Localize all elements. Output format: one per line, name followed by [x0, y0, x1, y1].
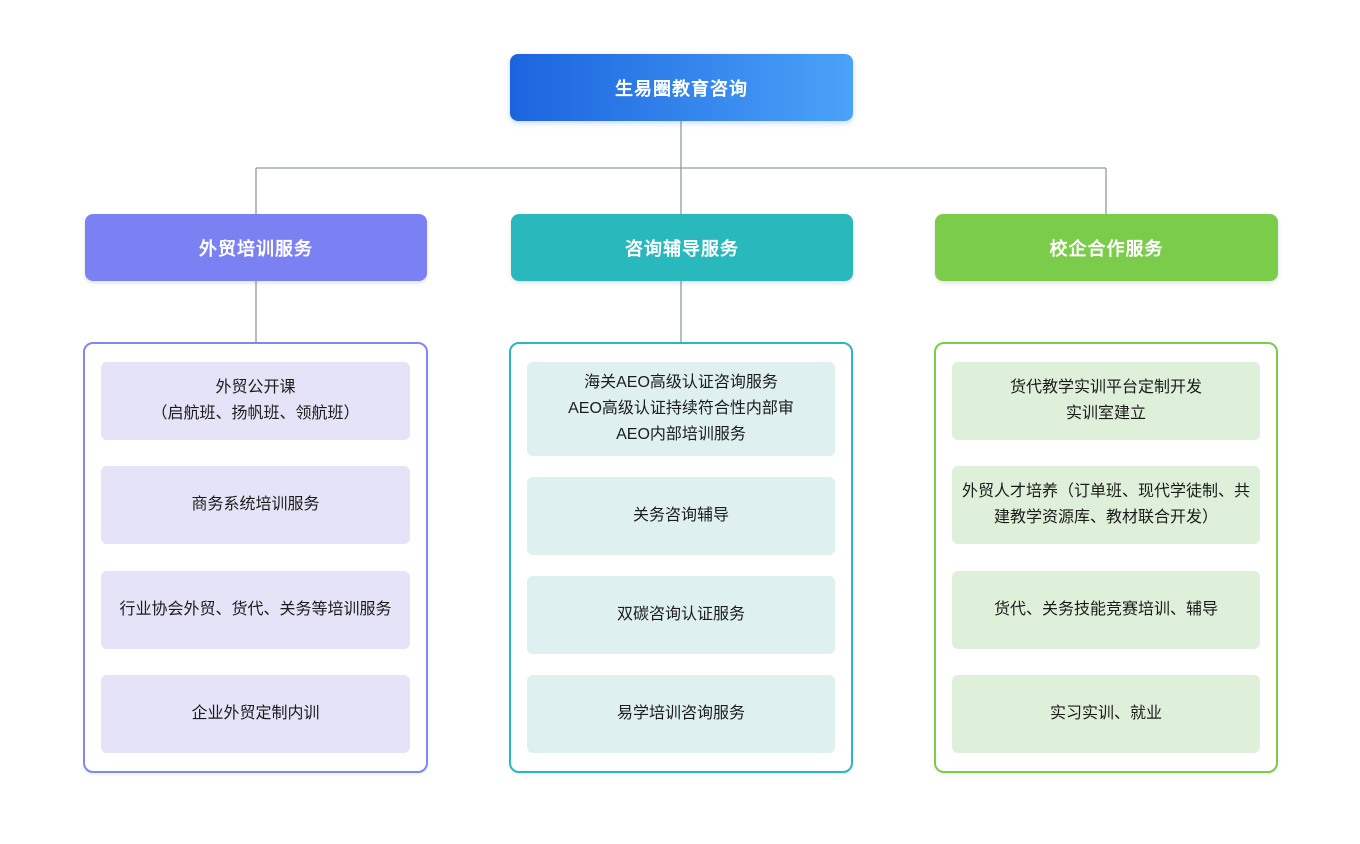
- branch-label: 校企合作服务: [1049, 238, 1164, 259]
- leaf-card: 实习实训、就业: [952, 674, 1260, 753]
- leaf-card: 外贸人才培养（订单班、现代学徒制、共建教学资源库、教材联合开发）: [952, 466, 1260, 545]
- leaf-card: 关务咨询辅导: [527, 477, 835, 555]
- leaf-card: 易学培训咨询服务: [527, 675, 835, 753]
- branch-header-consulting-coaching: 咨询辅导服务: [511, 214, 853, 281]
- branch-group-consulting-coaching: 海关AEO高级认证咨询服务 AEO高级认证持续符合性内部审 AEO内部培训服务 …: [509, 342, 853, 773]
- leaf-card: 货代教学实训平台定制开发 实训室建立: [952, 362, 1260, 440]
- branch-label: 咨询辅导服务: [625, 238, 739, 259]
- branch-header-trade-training: 外贸培训服务: [85, 214, 427, 281]
- leaf-card: 海关AEO高级认证咨询服务 AEO高级认证持续符合性内部审 AEO内部培训服务: [527, 362, 835, 456]
- leaf-card: 外贸公开课 （启航班、扬帆班、领航班）: [101, 362, 410, 440]
- root-node: 生易圈教育咨询: [510, 54, 853, 121]
- root-node-label: 生易圈教育咨询: [615, 78, 748, 99]
- leaf-card: 商务系统培训服务: [101, 466, 410, 545]
- leaf-card: 企业外贸定制内训: [101, 674, 410, 753]
- branch-group-trade-training: 外贸公开课 （启航班、扬帆班、领航班） 商务系统培训服务 行业协会外贸、货代、关…: [83, 342, 428, 773]
- branch-header-school-enterprise: 校企合作服务: [935, 214, 1278, 281]
- branch-group-school-enterprise: 货代教学实训平台定制开发 实训室建立 外贸人才培养（订单班、现代学徒制、共建教学…: [934, 342, 1278, 773]
- branch-label: 外贸培训服务: [199, 238, 313, 259]
- leaf-card: 货代、关务技能竞赛培训、辅导: [952, 570, 1260, 649]
- leaf-card: 行业协会外贸、货代、关务等培训服务: [101, 570, 410, 649]
- leaf-card: 双碳咨询认证服务: [527, 576, 835, 654]
